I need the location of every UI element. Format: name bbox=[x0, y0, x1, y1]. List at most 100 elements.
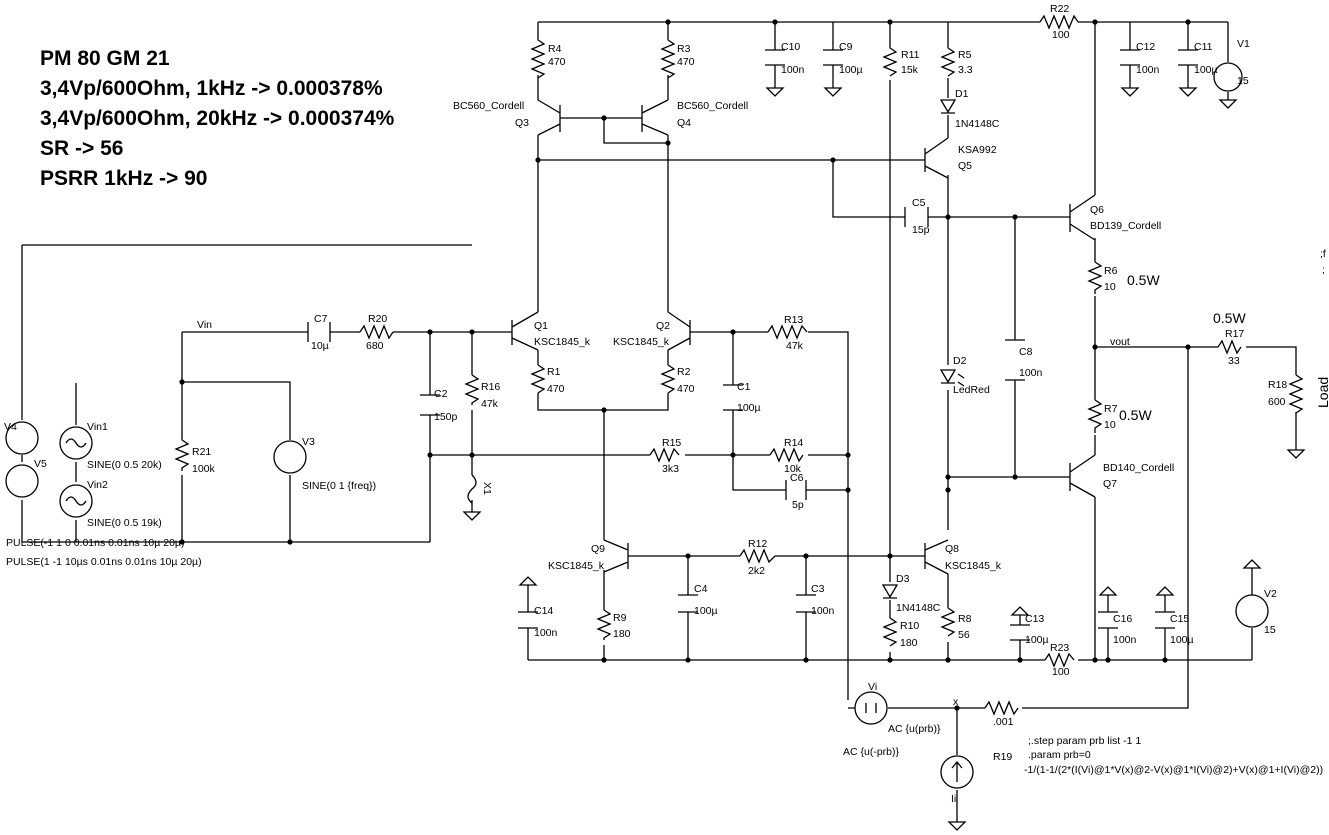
source-Vin1 bbox=[59, 426, 93, 460]
resistor-R10 bbox=[882, 617, 898, 647]
capacitor-C16 bbox=[1098, 611, 1118, 629]
value-V1: 15 bbox=[1237, 75, 1249, 87]
value-R7: 10 bbox=[1104, 419, 1116, 431]
note-thd-20k: 3,4Vp/600Ohm, 20kHz -> 0.000374% bbox=[40, 107, 395, 130]
value-Q1: KSC1845_k bbox=[534, 336, 591, 348]
capacitor-C6 bbox=[785, 480, 807, 500]
resistor-R13 bbox=[767, 324, 808, 340]
value-Ii: AC {u(-prb)} bbox=[843, 746, 900, 758]
transistor-Q5 bbox=[924, 137, 949, 179]
label-C4: C4 bbox=[694, 583, 708, 595]
value-D3: 1N4148C bbox=[896, 602, 941, 614]
resistors bbox=[174, 14, 1304, 716]
source-Vin2 bbox=[59, 484, 93, 518]
transistor-Q2 bbox=[667, 311, 691, 351]
label-R9: R9 bbox=[613, 612, 627, 624]
label-C7: C7 bbox=[314, 313, 328, 325]
label-R18: R18 bbox=[1268, 379, 1287, 391]
label-Q7: Q7 bbox=[1103, 478, 1117, 490]
value-Q9: KSC1845_k bbox=[548, 560, 605, 572]
value-Q4: BC560_Cordell bbox=[677, 100, 748, 112]
spice-directives: ;.step param prb list -1 1 .param prb=0 … bbox=[1024, 248, 1326, 776]
label-R11: R11 bbox=[901, 49, 920, 61]
label-Q3: Q3 bbox=[515, 117, 529, 129]
label-R21: R21 bbox=[192, 446, 211, 458]
capacitor-C9 bbox=[823, 49, 843, 66]
resistor-R5 bbox=[940, 47, 956, 77]
label-C13: C13 bbox=[1025, 613, 1044, 625]
value-R5: 3.3 bbox=[958, 64, 973, 76]
resistor-R21 bbox=[174, 439, 190, 471]
value-C3: 100n bbox=[811, 605, 835, 617]
label-Q8: Q8 bbox=[945, 543, 959, 555]
label-Vi: Vi bbox=[868, 681, 877, 693]
resistor-R4 bbox=[530, 39, 546, 79]
power-R17: 0.5W bbox=[1213, 310, 1246, 326]
transistor-Q9 bbox=[603, 539, 629, 573]
value-C6: 5p bbox=[792, 499, 804, 511]
value-V2: 15 bbox=[1264, 624, 1276, 636]
value-R1: 470 bbox=[547, 383, 565, 395]
label-R4: R4 bbox=[548, 43, 562, 55]
source-Vi bbox=[854, 691, 888, 725]
source-V1 bbox=[1213, 62, 1243, 92]
label-X1: X1 bbox=[481, 482, 493, 495]
value-C9: 100µ bbox=[839, 64, 863, 76]
label-R22: R22 bbox=[1050, 3, 1069, 15]
label-V4: V4 bbox=[4, 421, 17, 433]
transistor-Q3 bbox=[537, 99, 561, 136]
value-Vin1: SINE(0 0.5 20k) bbox=[87, 459, 162, 471]
label-R10: R10 bbox=[900, 620, 919, 632]
power-R7: 0.5W bbox=[1119, 407, 1152, 423]
capacitor-C4 bbox=[678, 594, 698, 613]
value-Q3: BC560_Cordell bbox=[453, 100, 524, 112]
value-R17: 33 bbox=[1228, 355, 1240, 367]
transistor-Q1 bbox=[511, 311, 539, 351]
label-C8: C8 bbox=[1019, 346, 1033, 358]
label-V2: V2 bbox=[1264, 588, 1277, 600]
value-V5: PULSE(1 -1 10µs 0.01ns 0.01ns 10µ 20µ) bbox=[6, 556, 202, 568]
value-V4: PULSE(-1 1 0 0.01ns 0.01ns 10µ 20µ) bbox=[6, 537, 184, 549]
label-R7: R7 bbox=[1104, 403, 1118, 415]
value-Vi: AC {u(prb)} bbox=[888, 723, 941, 735]
value-C7: 10µ bbox=[311, 340, 329, 352]
resistor-R8 bbox=[940, 607, 956, 637]
label-D2: D2 bbox=[953, 355, 967, 367]
label-R16: R16 bbox=[481, 381, 500, 393]
label-C9: C9 bbox=[839, 41, 853, 53]
value-C16: 100n bbox=[1113, 634, 1137, 646]
value-Q5: KSA992 bbox=[958, 144, 997, 156]
value-R6: 10 bbox=[1104, 281, 1116, 293]
label-C2: C2 bbox=[434, 388, 448, 400]
value-R22: 100 bbox=[1052, 29, 1070, 41]
capacitor-C3 bbox=[796, 594, 816, 613]
label-C1: C1 bbox=[737, 381, 751, 393]
diodes bbox=[881, 99, 965, 599]
label-R2: R2 bbox=[677, 366, 691, 378]
wires bbox=[21, 21, 1297, 822]
label-C11: C11 bbox=[1194, 41, 1213, 53]
label-Q1: Q1 bbox=[534, 320, 548, 332]
label-V1: V1 bbox=[1237, 38, 1250, 50]
value-C13: 100µ bbox=[1025, 634, 1049, 646]
label-Q4: Q4 bbox=[677, 117, 691, 129]
net-vout: vout bbox=[1110, 336, 1130, 348]
capacitor-C10 bbox=[765, 49, 785, 66]
value-D1: 1N4148C bbox=[955, 118, 1000, 130]
note-psrr: PSRR 1kHz -> 90 bbox=[40, 167, 208, 190]
value-C8: 100n bbox=[1019, 367, 1043, 379]
value-R11: 15k bbox=[901, 64, 919, 76]
note-gain: PM 80 GM 21 bbox=[40, 47, 170, 70]
value-C12: 100n bbox=[1136, 64, 1160, 76]
resistor-R9 bbox=[596, 609, 612, 640]
label-R20: R20 bbox=[368, 313, 387, 325]
sources bbox=[5, 62, 1269, 789]
directive-edge-1: ;f bbox=[1320, 248, 1326, 260]
load-label: Load bbox=[1315, 377, 1329, 408]
value-R21: 100k bbox=[192, 463, 216, 475]
transistor-Q4 bbox=[641, 99, 669, 136]
resistor-R15 bbox=[649, 447, 680, 463]
resistor-R6 bbox=[1087, 261, 1103, 294]
resistor-R12 bbox=[739, 548, 776, 564]
transistors bbox=[511, 99, 1096, 575]
